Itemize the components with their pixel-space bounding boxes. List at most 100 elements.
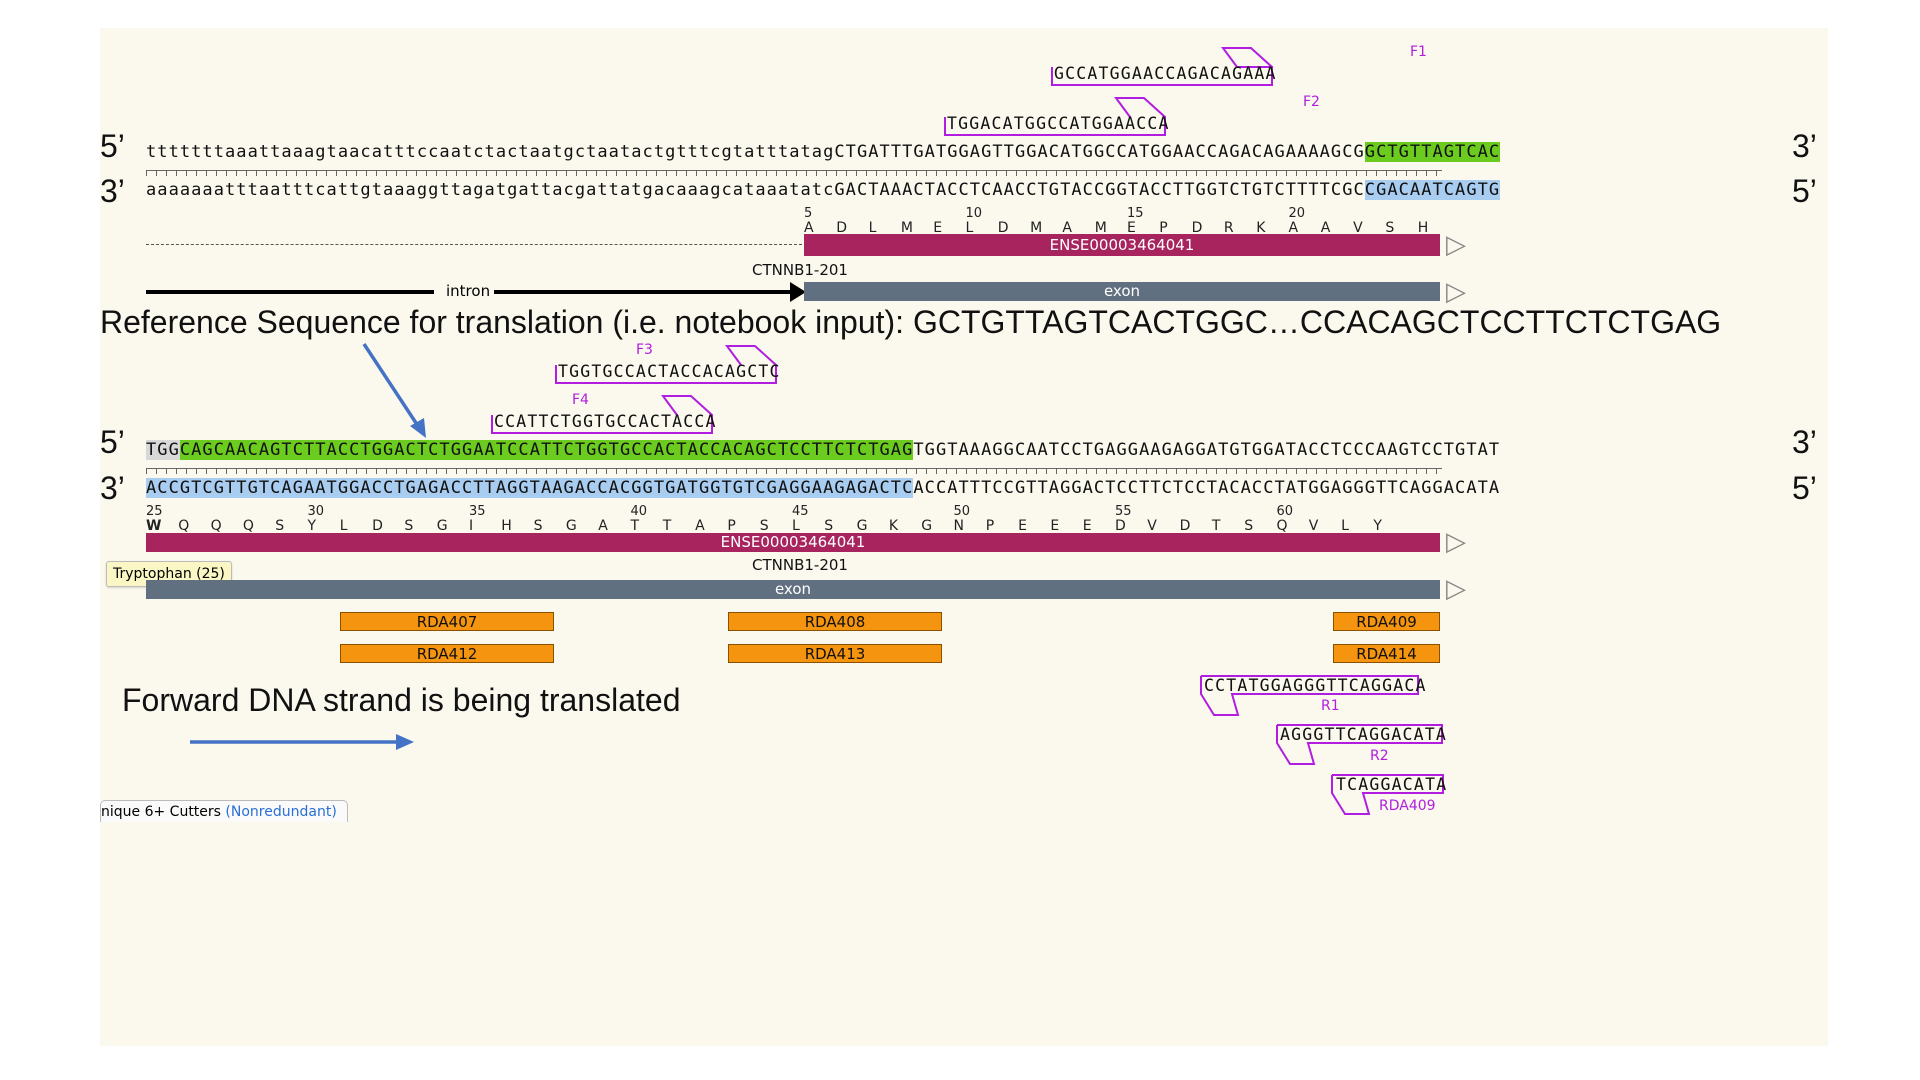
bottom-forward-strand[interactable]: TGGCAGCAACAGTCTTACCTGGACTCTGGAATCCATTCTG… <box>146 440 1500 460</box>
top-fwd-exon: CTGATTTGATGGAGTTGGACATGGCCATGGAACCAGACAG… <box>834 142 1365 162</box>
top-aa-14: K <box>1256 220 1266 236</box>
top-rev-3prime: 3’ <box>100 173 125 209</box>
rda414-bar[interactable]: RDA414 <box>1333 644 1440 663</box>
top-fwd-3prime: 3’ <box>1792 128 1817 164</box>
bottom-aa-16: T <box>662 518 672 534</box>
primer-f2-arrow[interactable] <box>938 90 1178 136</box>
bottom-fwd-rest: TGGTAAAGGCAATCCTGAGGAAGAGGATGTGGATACCTCC… <box>913 440 1501 460</box>
primer-r1-arrow[interactable] <box>1196 673 1428 719</box>
bottom-aa-7: D <box>372 518 383 534</box>
map-panel: F1 GCCATGGAACCAGACAGAAA F2 TGGACATGGCCAT… <box>100 28 1828 1046</box>
bottom-aa-25: N <box>953 518 964 534</box>
primer-f4-arrow[interactable] <box>485 388 725 434</box>
primer-f4-seq: CCATTCTGGTGCCACTACCA <box>494 412 717 431</box>
primer-rda409-arrow[interactable] <box>1327 772 1445 818</box>
bottom-num-1: 30 <box>307 504 325 519</box>
rda412-bar[interactable]: RDA412 <box>340 644 554 663</box>
bottom-fwd-highlight: CAGCAACAGTCTTACCTGGACTCTGGAATCCATTCTGGTG… <box>179 440 914 460</box>
bottom-transcript-label: CTNNB1-201 <box>752 556 848 574</box>
top-aa-13: R <box>1223 220 1234 236</box>
primer-f1-name: F1 <box>1410 44 1427 60</box>
bottom-aa-17: A <box>695 518 705 534</box>
top-transcript-label: CTNNB1-201 <box>752 261 848 279</box>
bottom-rev-rest: ACCATTTCCGTTAGGACTCCTTCTCCTACACCTATGGAGG… <box>913 478 1501 498</box>
top-aa-8: A <box>1062 220 1072 236</box>
top-num-0: 5 <box>804 206 813 221</box>
bottom-aa-6: L <box>339 518 348 534</box>
primer-f1-arrow[interactable] <box>1045 40 1285 86</box>
top-forward-strand[interactable]: tttttttaaattaaagtaacatttccaatctactaatgct… <box>146 142 1501 162</box>
primer-f3-seq: TGGTGCCACTACCACAGCTC <box>558 362 781 381</box>
bottom-rev-5prime: 5’ <box>1792 470 1817 506</box>
top-aa-18: S <box>1385 220 1395 236</box>
primer-r2-arrow[interactable] <box>1272 722 1444 768</box>
bottom-aa-26: P <box>985 518 995 534</box>
bottom-num-3: 40 <box>630 504 648 519</box>
intron-label: intron <box>446 282 491 300</box>
primer-f2-seq: TGGACATGGCCATGGAACCA <box>947 114 1170 133</box>
top-exon-bar[interactable]: exon <box>804 282 1440 301</box>
top-aa-1: D <box>836 220 848 236</box>
primer-rda409-name: RDA409 <box>1379 798 1436 814</box>
bottom-num-0: 25 <box>146 504 163 519</box>
top-aa-7: M <box>1030 220 1043 236</box>
primer-r2-seq: AGGGTTCAGGACATA <box>1280 725 1448 744</box>
bottom-exon-arrowhead-icon: ▷ <box>1446 574 1466 604</box>
bottom-aa-4: S <box>275 518 285 534</box>
primer-r1-name: R1 <box>1321 698 1340 714</box>
top-num-3: 20 <box>1288 206 1306 221</box>
top-fwd-intron: tttttttaaattaaagtaacatttccaatctactaatgct… <box>146 142 835 162</box>
top-fwd-highlight: GCTGTTAGTCAC <box>1364 142 1501 162</box>
bottom-num-7: 60 <box>1276 504 1294 519</box>
top-intron-dashes <box>146 244 802 245</box>
rda409-bar[interactable]: RDA409 <box>1333 612 1440 631</box>
bottom-gene-arrowhead-icon: ▷ <box>1446 527 1466 557</box>
enzyme-filter-tab[interactable]: nique 6+ Cutters (Nonredundant) <box>100 800 348 822</box>
top-aa-19: H <box>1417 220 1429 236</box>
top-aa-16: A <box>1320 220 1331 236</box>
top-aa-10: E <box>1127 220 1136 236</box>
top-gene-bar[interactable]: ENSE00003464041 <box>804 234 1440 256</box>
bottom-aa-20: L <box>792 518 800 534</box>
primer-f3-arrow[interactable] <box>549 338 789 384</box>
rda407-bar[interactable]: RDA407 <box>340 612 554 631</box>
rda413-bar[interactable]: RDA413 <box>728 644 942 663</box>
bottom-exon-bar[interactable]: exon <box>146 580 1440 599</box>
bottom-num-5: 50 <box>953 504 971 519</box>
primer-r1-seq: CCTATGGAGGGTTCAGGACA <box>1204 676 1427 695</box>
enzyme-filter-link[interactable]: (Nonredundant) <box>225 804 337 820</box>
primer-r2-name: R2 <box>1370 748 1389 764</box>
intron-arrow <box>146 282 806 302</box>
bottom-aa-3: Q <box>242 518 254 534</box>
forward-direction-arrow <box>190 734 414 750</box>
primer-f4-name: F4 <box>572 392 589 408</box>
top-num-2: 15 <box>1127 206 1144 221</box>
top-rev-exon: GACTAAACTACCTCAACCTGTACCGGTACCTTGGTCTGTC… <box>834 180 1365 200</box>
bottom-aa-31: V <box>1147 518 1157 534</box>
bottom-aa-38: Y <box>1373 518 1382 534</box>
bottom-ruler <box>146 462 1442 474</box>
top-aa-6: D <box>997 220 1009 236</box>
rda408-bar[interactable]: RDA408 <box>728 612 942 631</box>
bottom-aa-22: G <box>856 518 868 534</box>
top-aa-0: A <box>804 220 814 236</box>
reference-pointer-arrow <box>362 343 426 438</box>
bottom-aa-13: G <box>565 518 577 534</box>
top-reverse-strand[interactable]: aaaaaaatttaatttcattgtaaaggttagatgattacga… <box>146 180 1501 200</box>
bottom-aa-24: G <box>921 518 933 534</box>
bottom-aa-14: A <box>598 518 608 534</box>
bottom-aa-1: Q <box>178 518 190 534</box>
bottom-aa-19: S <box>759 518 769 534</box>
reference-sequence-text: Reference Sequence for translation (i.e.… <box>100 304 1722 340</box>
bottom-aa-32: D <box>1179 518 1191 534</box>
bottom-reverse-strand[interactable]: ACCGTCGTTGTCAGAATGGACCTGAGACCTTAGGTAAGAC… <box>146 478 1500 498</box>
bottom-gene-bar[interactable]: ENSE00003464041 <box>146 533 1440 552</box>
bottom-aa-30: D <box>1115 518 1126 534</box>
bottom-aa-37: L <box>1341 518 1349 534</box>
top-gene-arrowhead-icon: ▷ <box>1446 230 1466 260</box>
bottom-aa-9: G <box>436 518 448 534</box>
caption-text: Forward DNA strand is being translated <box>122 682 681 718</box>
bottom-aa-23: K <box>888 518 899 534</box>
